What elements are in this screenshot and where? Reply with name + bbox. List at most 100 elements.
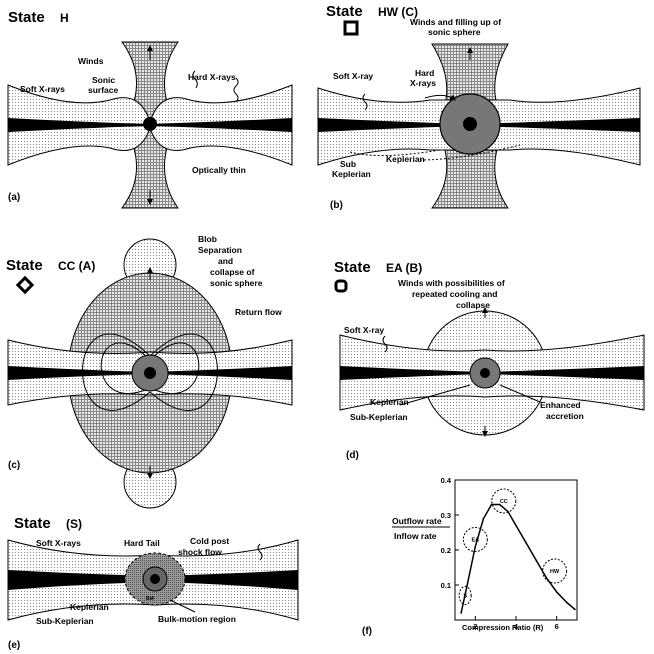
- panel-a-soft-label: Soft X-rays: [20, 84, 65, 94]
- panel-a-winds-label: Winds: [78, 56, 104, 66]
- chart-series-line: [460, 503, 576, 614]
- panel-a-thin-label: Optically thin: [192, 165, 246, 175]
- chart-points: [460, 503, 576, 614]
- panel-d-leader-enh: [499, 384, 541, 403]
- panel-b-state-code: HW (C): [378, 5, 418, 19]
- panel-c-loop-3: [82, 333, 151, 411]
- panel-c-loop-1: [100, 342, 151, 395]
- panel-e-label: (e): [8, 640, 20, 651]
- chart-point: [525, 542, 527, 544]
- panel-e-wiggle: [257, 543, 263, 561]
- chart-point: [545, 577, 548, 579]
- panel-b-soft-label: Soft X-ray: [333, 71, 373, 81]
- panel-a-wiggle-1: [233, 77, 239, 103]
- panel-a-state-word: State: [8, 9, 45, 26]
- chart-point: [474, 545, 477, 548]
- panel-d-state-code: EA (B): [386, 261, 422, 275]
- chart-point: [555, 591, 558, 593]
- panel-c-state-word: State: [6, 257, 43, 274]
- chart-region-outline: [458, 586, 472, 605]
- panel-c-black-hole: [144, 367, 156, 379]
- panel-b-leader-sub: [349, 149, 441, 157]
- panel-b-label: (b): [330, 200, 343, 211]
- panel-d: State EA (B) Winds with possibilities of…: [334, 259, 645, 461]
- panel-a-hard-label: Hard X-rays: [188, 72, 236, 82]
- panel-c-return-label: Return flow: [235, 307, 282, 317]
- chart-ylabel-bottom: Inflow rate: [394, 531, 437, 541]
- panel-b-kep-label: Keplerian: [386, 154, 425, 164]
- panel-c-label: (c): [8, 460, 20, 471]
- panel-d-wiggle: [382, 335, 388, 353]
- panel-f-label: (f): [362, 626, 372, 637]
- chart-y-ticks: 0.10.20.30.4: [441, 476, 459, 590]
- chart-x-tick-label: 6: [555, 622, 559, 631]
- panel-d-kep-label: Keplerian: [370, 397, 409, 407]
- panel-d-sub-label: Sub-Keplerian: [350, 412, 408, 422]
- chart-y-tick-label: 0.2: [441, 546, 451, 555]
- panel-e: State (S) Soft X-rays Hard Tail Cold pos…: [7, 515, 299, 651]
- panel-e-sub-label: Sub-Keplerian: [36, 616, 94, 626]
- panel-b-square-icon: [343, 20, 359, 36]
- panel-e-kep-label: Keplerian: [70, 602, 109, 612]
- panel-a-wiggle-2: [192, 70, 198, 89]
- panel-e-leader-bulk: [169, 599, 196, 613]
- panel-e-soft-label: Soft X-rays: [36, 538, 81, 548]
- panel-c-loop-2: [149, 342, 200, 395]
- chart-point: [535, 559, 538, 562]
- chart-point: [498, 503, 501, 506]
- chart-point: [574, 608, 576, 611]
- chart-region-label: CC: [500, 499, 508, 505]
- chart-point: [466, 584, 469, 586]
- panel-e-bm-label: BM: [146, 596, 154, 602]
- chart-region-outline: [542, 558, 568, 584]
- chart-point: [507, 510, 509, 513]
- panel-e-state-code: (S): [66, 517, 82, 531]
- panel-d-label: (d): [346, 450, 359, 461]
- chart-point: [566, 601, 568, 604]
- panel-b-state-word: State: [326, 3, 363, 20]
- chart-xlabel: Compression Ratio (R): [462, 623, 544, 632]
- chart-region-outline: [491, 488, 517, 514]
- chart-point: [490, 503, 493, 506]
- panel-d-soft-label: Soft X-ray: [344, 325, 384, 335]
- panel-b-leader-kep: [419, 144, 521, 161]
- panel-d-leader-kep: [399, 384, 471, 406]
- panel-e-state-word: State: [14, 515, 51, 532]
- panel-d-black-hole: [480, 368, 490, 378]
- chart-plot-frame: [454, 479, 578, 621]
- chart-x-tick-label: 4: [514, 622, 519, 631]
- panel-d-octagon-icon: [334, 279, 348, 293]
- panel-e-black-hole: [150, 574, 160, 584]
- panel-a-state-code: H: [60, 11, 69, 25]
- chart-y-tick-label: 0.1: [441, 581, 451, 590]
- panel-a-label: (a): [8, 192, 20, 203]
- chart-region-label: HW: [550, 569, 560, 575]
- panel-e-tail-label: Hard Tail: [124, 538, 160, 548]
- chart-y-tick-label: 0.3: [441, 511, 451, 520]
- chart-region-label: EA: [472, 538, 480, 544]
- chart-point: [515, 524, 517, 527]
- chart-x-ticks: 2 4 6: [473, 616, 559, 631]
- chart-region-outline: [462, 527, 488, 552]
- chart-point: [460, 612, 462, 614]
- panel-d-state-word: State: [334, 259, 371, 276]
- panel-c-loop-4: [149, 333, 218, 411]
- chart-point: [482, 517, 485, 520]
- panel-a-black-hole: [143, 117, 157, 131]
- panel-c-state-code: CC (A): [58, 259, 95, 273]
- panel-b-black-hole: [463, 117, 477, 131]
- chart-ylabel-top: Outflow rate: [392, 516, 442, 526]
- panel-c-diamond-icon: [15, 275, 35, 295]
- chart-x-tick-label: 2: [473, 622, 477, 631]
